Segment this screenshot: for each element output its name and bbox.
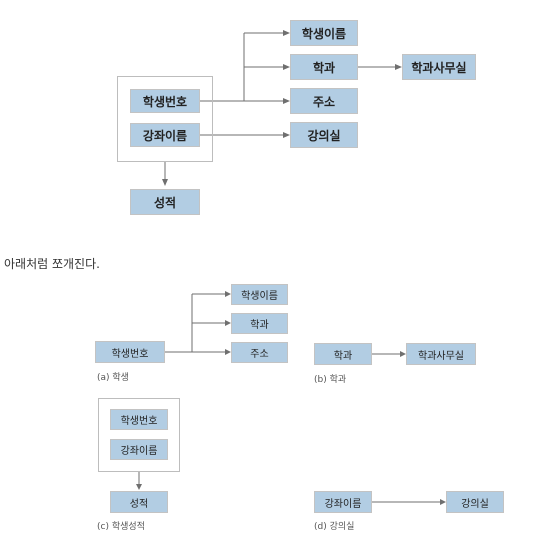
arrowhead [395, 64, 402, 70]
a-department-box: 학과 [231, 313, 288, 334]
address-box: 주소 [290, 88, 358, 114]
arrowhead [283, 132, 290, 138]
arrowhead [136, 484, 142, 490]
student-id-box: 학생번호 [130, 89, 200, 113]
c-connectors [136, 472, 142, 490]
grade-box: 성적 [130, 189, 200, 215]
arrowhead [400, 351, 406, 357]
arrowhead [162, 179, 168, 186]
c-grade-box: 성적 [110, 491, 168, 513]
student-name-box: 학생이름 [290, 20, 358, 46]
a-address-box: 주소 [231, 342, 288, 363]
c-student-id-box: 학생번호 [110, 409, 168, 430]
b-department-box: 학과 [314, 343, 372, 365]
b-department-office-box: 학과사무실 [406, 343, 476, 365]
d-course-name-box: 강좌이름 [314, 491, 372, 513]
caption-a: (a) 학생 [97, 373, 129, 383]
arrowhead [283, 30, 290, 36]
a-student-name-box: 학생이름 [231, 284, 288, 305]
a-connectors [165, 291, 231, 355]
description-text: 아래처럼 쪼개진다. [4, 257, 100, 271]
course-name-box: 강좌이름 [130, 123, 200, 147]
arrowhead [225, 320, 231, 326]
caption-d: (d) 강의실 [314, 522, 355, 532]
arrowhead [225, 349, 231, 355]
composite-key-frame [117, 76, 213, 162]
arrowhead [283, 64, 290, 70]
a-student-id-box: 학생번호 [95, 341, 165, 363]
classroom-box: 강의실 [290, 122, 358, 148]
arrowhead [283, 98, 290, 104]
arrowhead [225, 291, 231, 297]
arrowhead [440, 499, 446, 505]
department-box: 학과 [290, 54, 358, 80]
caption-c: (c) 학생성적 [97, 522, 145, 532]
c-composite-key-frame [98, 398, 180, 472]
b-connectors [372, 351, 406, 357]
department-office-box: 학과사무실 [402, 54, 476, 80]
d-classroom-box: 강의실 [446, 491, 504, 513]
caption-b: (b) 학과 [314, 375, 347, 385]
d-connectors [372, 499, 446, 505]
c-course-name-box: 강좌이름 [110, 439, 168, 460]
top-connectors [162, 30, 402, 186]
